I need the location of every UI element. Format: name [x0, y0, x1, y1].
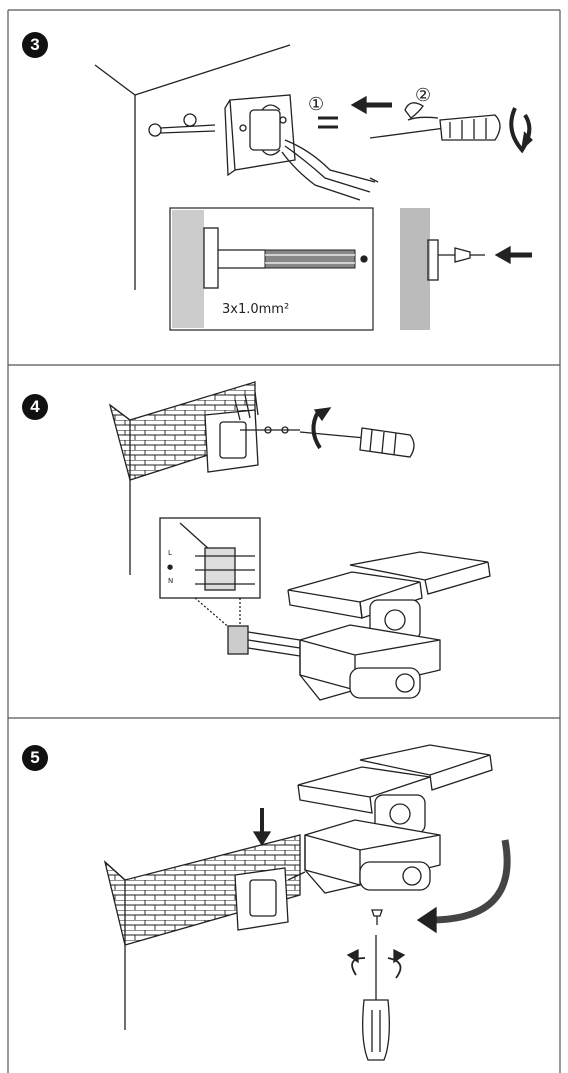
junction-box [204, 391, 259, 473]
floodlight-fixture [287, 744, 493, 894]
screwdriver-icon [362, 935, 390, 1061]
wall-plug-icon [148, 113, 216, 137]
wall-section [400, 208, 532, 330]
screwdriver-icon [299, 427, 415, 458]
junction-box [224, 94, 296, 177]
step-3-number: 3 [30, 35, 40, 54]
cable-spec-label: 3x1.0mm² [222, 302, 290, 317]
terminal-block [227, 625, 301, 657]
terminal-label-l: L [168, 549, 172, 557]
cable-wires [240, 426, 300, 434]
step-5-badge: 5 [22, 745, 48, 771]
push-arrow-icon [350, 95, 392, 115]
brick-wall [103, 834, 301, 1030]
rotate-arrow-icon [509, 107, 533, 154]
cable-detail-inset [169, 207, 374, 331]
step-4-badge: 4 [22, 394, 48, 420]
callout-2: ② [415, 85, 432, 106]
cable-wires [281, 139, 379, 201]
push-arrow-icon [252, 808, 272, 847]
terminal-detail-inset [159, 517, 261, 631]
rotate-arrow-icon [346, 948, 406, 979]
floodlight-fixture [287, 551, 491, 701]
terminal-label-n: N [168, 577, 174, 585]
callout-1: ① [308, 94, 325, 115]
step-4-number: 4 [30, 397, 40, 416]
step-3-badge: 3 [22, 32, 48, 58]
screwdriver-icon [369, 114, 501, 141]
step-5-number: 5 [30, 748, 40, 767]
screw-icon [371, 909, 383, 925]
screw-icon [318, 116, 338, 129]
rotate-arrow-icon [311, 407, 332, 450]
terminal-label-earth: ● [167, 563, 174, 571]
rotate-arrow-icon [416, 839, 511, 934]
wall-anchor [404, 102, 439, 121]
junction-box [234, 867, 289, 931]
wall-corner [94, 44, 291, 290]
